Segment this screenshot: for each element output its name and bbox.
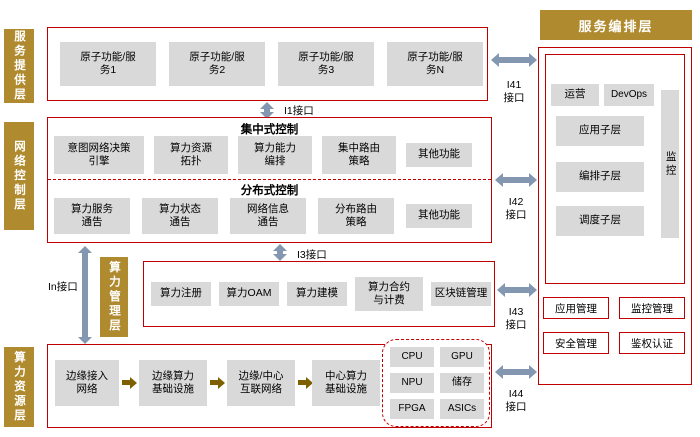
storage-box: 储存 xyxy=(440,373,484,393)
computing-registration-box: 算力注册 xyxy=(151,282,211,306)
i44-line2: 接口 xyxy=(505,401,527,414)
i41-interface-arrow xyxy=(491,53,537,67)
i44-interface-label: I44 接口 xyxy=(502,388,530,414)
cpu-box: CPU xyxy=(390,347,434,367)
network-info-advertisement-box: 网络信息通告 xyxy=(230,198,306,234)
devops-box: DevOps xyxy=(604,84,654,106)
i43-interface-label: I43 接口 xyxy=(502,306,530,332)
flow-arrow-3-icon xyxy=(298,376,313,389)
flow-arrow-1-icon xyxy=(122,376,137,389)
edge-access-network-box: 边缘接入网络 xyxy=(55,360,119,406)
asics-box: ASICs xyxy=(440,399,484,419)
distributed-control-title: 分布式控制 xyxy=(240,185,299,197)
computing-contract-billing-box: 算力合约与计费 xyxy=(355,277,423,311)
i3-interface-arrow xyxy=(273,244,287,261)
fpga-box: FPGA xyxy=(390,399,434,419)
authentication-box: 鉴权认证 xyxy=(619,332,685,354)
npu-box: NPU xyxy=(390,373,434,393)
i43-line1: I43 xyxy=(508,306,524,318)
atomic-service-3-box: 原子功能/服务3 xyxy=(278,42,374,86)
security-management-box: 安全管理 xyxy=(543,332,609,354)
operation-box: 运营 xyxy=(551,84,599,106)
orchestration-sublayer-box: 编排子层 xyxy=(556,162,644,192)
gpu-box: GPU xyxy=(440,347,484,367)
centralized-other-functions-box: 其他功能 xyxy=(406,143,472,167)
i1-interface-arrow xyxy=(260,102,274,119)
i43-line2: 接口 xyxy=(505,319,527,332)
blockchain-management-box: 区块链管理 xyxy=(431,282,491,306)
flow-arrow-2-icon xyxy=(210,376,225,389)
i42-line2: 接口 xyxy=(505,209,527,222)
i42-interface-arrow xyxy=(495,173,537,187)
i41-line2: 接口 xyxy=(503,92,525,105)
in-interface-label: In接口 xyxy=(48,281,78,293)
atomic-service-n-box: 原子功能/服务N xyxy=(387,42,483,86)
i1-interface-label: I1接口 xyxy=(284,105,314,117)
center-computing-infrastructure-box: 中心算力基础设施 xyxy=(312,360,380,406)
computing-oam-box: 算力OAM xyxy=(219,282,279,306)
in-interface-arrow xyxy=(78,246,92,344)
computing-status-advertisement-box: 算力状态通告 xyxy=(142,198,218,234)
monitoring-management-box: 监控管理 xyxy=(619,297,685,319)
layer-tab-network-control: 网络控制层 xyxy=(4,122,34,230)
computing-resource-topology-box: 算力资源拓扑 xyxy=(154,136,228,174)
i41-interface-label: I41 接口 xyxy=(500,79,528,105)
scheduling-sublayer-box: 调度子层 xyxy=(556,206,644,236)
control-divider-dashed-line xyxy=(48,179,491,180)
layer-tab-computing-management: 算力管理层 xyxy=(100,257,128,337)
i41-line1: I41 xyxy=(506,79,522,91)
i43-interface-arrow xyxy=(497,283,537,297)
layer-tab-service-provision: 服务提供层 xyxy=(4,29,34,103)
atomic-service-2-box: 原子功能/服务2 xyxy=(169,42,265,86)
i42-line1: I42 xyxy=(508,196,524,208)
atomic-service-1-box: 原子功能/服务1 xyxy=(60,42,156,86)
centralized-routing-policy-box: 集中路由策略 xyxy=(322,136,396,174)
edge-center-interconnect-network-box: 边缘/中心互联网络 xyxy=(227,360,295,406)
i44-interface-arrow xyxy=(495,365,537,379)
i44-line1: I44 xyxy=(508,388,524,400)
layer-tab-computing-resource: 算力资源层 xyxy=(4,347,34,427)
i3-interface-label: I3接口 xyxy=(297,249,327,261)
application-management-box: 应用管理 xyxy=(543,297,609,319)
application-sublayer-box: 应用子层 xyxy=(556,116,644,146)
i42-interface-label: I42 接口 xyxy=(502,196,530,222)
layer-header-service-orchestration: 服务编排层 xyxy=(540,10,692,40)
monitoring-box: 监控 xyxy=(661,90,679,238)
computing-modeling-box: 算力建模 xyxy=(287,282,347,306)
centralized-control-title: 集中式控制 xyxy=(240,124,299,136)
intent-decision-engine-box: 意图网络决策引擎 xyxy=(54,136,144,174)
computing-capability-orchestration-box: 算力能力编排 xyxy=(238,136,312,174)
distributed-other-functions-box: 其他功能 xyxy=(406,204,472,228)
edge-computing-infrastructure-box: 边缘算力基础设施 xyxy=(139,360,207,406)
computing-service-advertisement-box: 算力服务通告 xyxy=(54,198,130,234)
distributed-routing-policy-box: 分布路由策略 xyxy=(318,198,394,234)
